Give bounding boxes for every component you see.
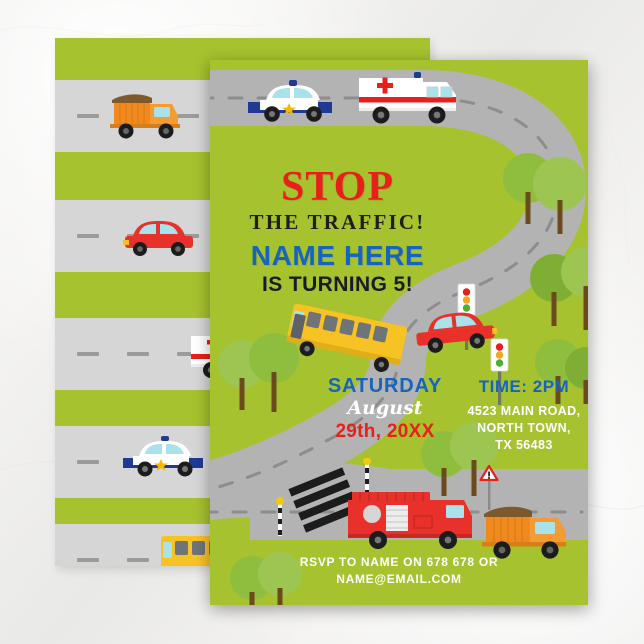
tree-cluster-right-lower [535, 339, 588, 404]
venue-block: TIME: 2PM 4523 MAIN ROAD, NORTH TOWN, TX… [454, 378, 588, 453]
venue-time: TIME: 2PM [478, 377, 570, 396]
police-car [123, 436, 203, 477]
headline-turning: IS TURNING 5! [261, 273, 414, 296]
venue-address-line1: 4523 MAIN ROAD, [467, 403, 581, 418]
tree-cluster-mid-right [530, 247, 588, 330]
rsvp-block: RSVP TO NAME ON 678 678 OR NAME@EMAIL.CO… [210, 554, 588, 589]
red-car [416, 312, 498, 353]
front-card[interactable]: STOP THE TRAFFIC! NAME HERE IS TURNING 5… [210, 60, 588, 605]
traffic-light-lower [490, 338, 509, 405]
venue-address-line2: NORTH TOWN, [477, 420, 571, 435]
garbage-truck [482, 506, 566, 559]
fire-truck [348, 492, 472, 549]
rsvp-line2: NAME@EMAIL.COM [336, 572, 462, 587]
headline-block: STOP THE TRAFFIC! NAME HERE IS TURNING 5… [210, 166, 465, 295]
tree-cluster-bottom-left [230, 552, 302, 605]
ambulance [359, 72, 456, 124]
headline-stop: STOP [281, 164, 394, 210]
headline-name[interactable]: NAME HERE [250, 240, 425, 271]
red-car [123, 221, 193, 256]
rsvp-line1: RSVP TO NAME ON 678 678 OR [299, 555, 499, 569]
date-month: August [347, 397, 423, 419]
date-day: SATURDAY [327, 375, 443, 397]
date-date: 29th, 20XX [335, 420, 435, 442]
garbage-truck [110, 94, 180, 139]
venue-address: 4523 MAIN ROAD, NORTH TOWN, TX 56483 [454, 403, 588, 454]
police-car [248, 80, 332, 122]
zebra-crossing [276, 458, 371, 536]
venue-address-line3: TX 56483 [495, 437, 553, 452]
tree-cluster-center [421, 422, 498, 496]
tree-cluster-top-right [503, 153, 587, 234]
tree-cluster-left [218, 333, 299, 412]
warning-sign [479, 464, 499, 510]
school-bus [286, 303, 408, 373]
date-block: SATURDAY August 29th, 20XX [310, 376, 460, 442]
headline-traffic: THE TRAFFIC! [249, 210, 426, 234]
